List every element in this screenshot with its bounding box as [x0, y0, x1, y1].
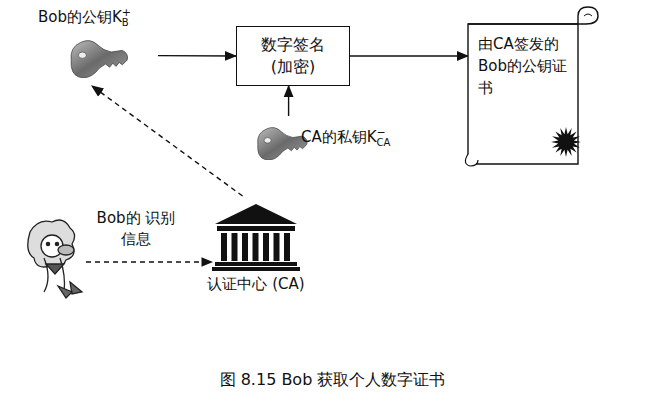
key-superscript: +	[122, 6, 131, 19]
key-name: CA的私钥K	[301, 128, 377, 146]
box-text: 数字签名 (加密)	[258, 34, 328, 77]
node: CA的私钥KCA−	[255, 116, 395, 166]
key-name: Bob的公钥K	[38, 8, 122, 26]
ca-name: 认证中心 (CA)	[200, 274, 312, 295]
node: 认证中心 (CA)	[200, 196, 312, 314]
key-icon	[68, 34, 132, 78]
identity-arrow	[86, 261, 212, 262]
connector	[350, 55, 468, 56]
edge-label: Bob的 识别信息	[96, 208, 176, 250]
caption: 图 8.15 Bob 获取个人数字证书	[0, 370, 665, 391]
node: 数字签名 (加密)	[236, 26, 350, 86]
key-label: Bob的公钥KB+	[38, 6, 131, 28]
ca-building	[211, 202, 301, 272]
connector	[288, 86, 289, 116]
connector	[92, 86, 243, 196]
certificate-text: 由CA签发的 Bob的公钥证 书	[478, 34, 574, 99]
connector	[158, 55, 236, 57]
bob-figure	[28, 220, 82, 298]
node: 由CA签发的 Bob的公钥证 书	[460, 4, 606, 168]
key-superscript: −	[376, 126, 385, 139]
node: Bob的公钥KB+	[38, 6, 158, 86]
key-label: CA的私钥KCA−	[301, 126, 386, 148]
